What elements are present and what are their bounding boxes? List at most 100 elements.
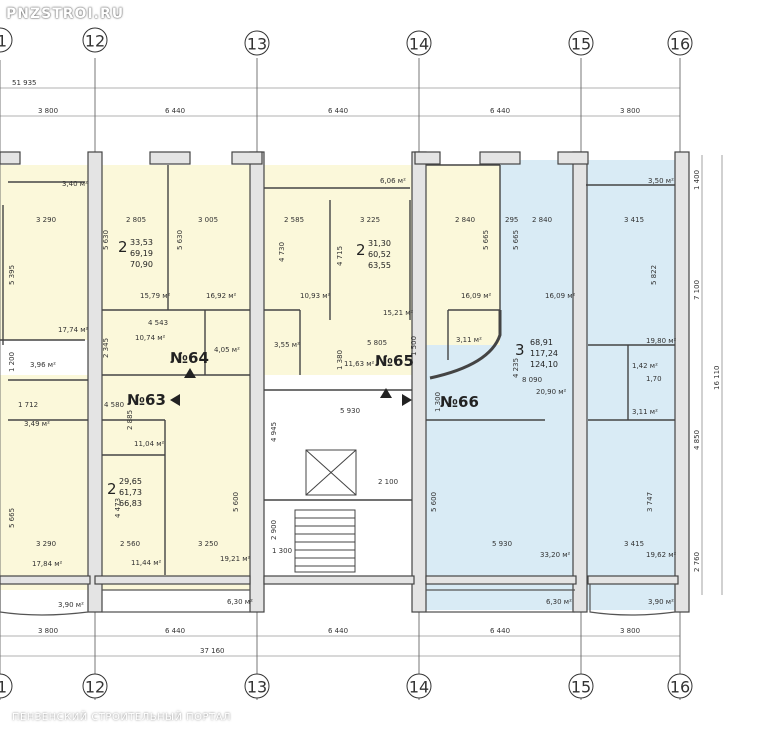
room-dim: 1 300 — [272, 547, 292, 555]
axis-bubbles-bottom: 1 12 13 14 15 16 — [0, 673, 693, 699]
arrow-64 — [184, 368, 196, 378]
apartment-area2-65: 60,52 — [368, 250, 391, 259]
room-area: 3,11 м² — [456, 336, 482, 344]
axis-top-1: 1 — [0, 32, 7, 51]
bottom-span-2: 6 440 — [165, 627, 185, 635]
bottom-span-4: 6 440 — [490, 627, 510, 635]
room-area: 33,20 м² — [540, 551, 571, 559]
top-span-5: 3 800 — [620, 107, 640, 115]
apartment-number-64: №64 — [170, 349, 209, 367]
axis-bottom-12: 12 — [85, 678, 105, 697]
top-span-1: 3 800 — [38, 107, 58, 115]
room-dim: 1 300 — [434, 392, 442, 412]
axis-bottom-14: 14 — [409, 678, 429, 697]
top-span-3: 6 440 — [328, 107, 348, 115]
room-dim: 2 345 — [102, 338, 110, 358]
balconies — [0, 584, 676, 616]
fill-66-mid — [425, 345, 680, 420]
room-dim: 5 805 — [367, 339, 387, 347]
elevator-shaft — [305, 449, 357, 496]
apartment-rooms-64: 2 — [118, 238, 128, 256]
room-dim: 2 805 — [126, 216, 146, 224]
arrow-65 — [380, 388, 392, 398]
room-area: 11,04 м² — [134, 440, 165, 448]
axis-top-12: 12 — [85, 32, 105, 51]
dimension-lines — [0, 87, 723, 657]
room-dim: 4 580 — [104, 401, 124, 409]
right-dim-5: 4 850 — [693, 430, 701, 450]
partitions — [0, 164, 675, 575]
room-dim: 3 290 — [36, 540, 56, 548]
room-dim: 5 930 — [492, 540, 512, 548]
entrance-arrows — [170, 368, 412, 406]
room-area: 19,80 м² — [646, 337, 677, 345]
room-dim: 3 415 — [624, 216, 644, 224]
room-area: 15,79 м² — [140, 292, 171, 300]
apartment-area3-63: 66,83 — [119, 499, 142, 508]
room-dim: 4 473 — [114, 498, 122, 518]
room-dim: 2 560 — [120, 540, 140, 548]
right-dim-6: 2 760 — [693, 552, 701, 572]
site-watermark: PNZSTROI.RU — [6, 6, 125, 22]
room-dim: 2 100 — [378, 478, 398, 486]
room-area: 15,21 м² — [383, 309, 414, 317]
room-area: 3,49 м² — [24, 420, 50, 428]
apartment-area1-63: 29,65 — [119, 477, 142, 486]
room-area: 17,74 м² — [58, 326, 89, 334]
room-area: 10,93 м² — [300, 292, 331, 300]
room-dim: 295 — [505, 216, 518, 224]
apartment-number-66: №66 — [440, 393, 479, 411]
room-area: 11,63 м² — [344, 360, 375, 368]
room-dim: 5 665 — [482, 230, 490, 250]
room-dimension-labels: 3 290 2 805 3 005 2 585 3 225 2 840 2 84… — [18, 216, 644, 555]
apartment-number-63: №63 — [127, 391, 166, 409]
room-dimension-labels-vertical: 5 630 5 630 4 730 4 715 5 665 5 665 5 39… — [8, 230, 654, 540]
bottom-span-3: 6 440 — [328, 627, 348, 635]
top-span-2: 6 440 — [165, 107, 185, 115]
room-area: 3,96 м² — [30, 361, 56, 369]
fill-63 — [95, 375, 255, 590]
room-dim: 4 730 — [278, 242, 286, 262]
fill-west-top — [0, 165, 95, 340]
room-dim: 5 395 — [8, 265, 16, 285]
room-dim: 3 250 — [198, 540, 218, 548]
room-area: 16,09 м² — [545, 292, 576, 300]
room-dim: 2 885 — [126, 410, 134, 430]
room-dim: 4 945 — [270, 422, 278, 442]
axis-bubbles-top: 1 12 13 14 15 16 — [0, 27, 693, 56]
apartment-rooms-65: 2 — [356, 241, 366, 259]
room-area: 16,92 м² — [206, 292, 237, 300]
fill-65 — [255, 165, 500, 375]
apartment-rooms-63: 2 — [107, 480, 117, 498]
room-dim: 2 900 — [270, 520, 278, 540]
overall-bottom-dim: 37 160 — [200, 647, 225, 655]
axis-top-16: 16 — [670, 35, 690, 54]
room-dim: 5 630 — [176, 230, 184, 250]
room-dim: 4 715 — [336, 246, 344, 266]
right-dim-1: 1 400 — [693, 170, 701, 190]
bottom-span-5: 3 800 — [620, 627, 640, 635]
bay-wall-66 — [429, 310, 502, 380]
room-dim: 3 005 — [198, 216, 218, 224]
room-area: 3,11 м² — [632, 408, 658, 416]
room-dim: 2 840 — [532, 216, 552, 224]
room-area: 19,62 м² — [646, 551, 677, 559]
apartment-rooms-66: 3 — [515, 341, 525, 359]
apartment-area1-65: 31,30 — [368, 239, 391, 248]
fill-64 — [95, 165, 255, 375]
room-area: 3,50 м² — [648, 177, 674, 185]
room-dim: 5 930 — [340, 407, 360, 415]
room-dim: 1 380 — [336, 350, 344, 370]
apartment-area1-66: 68,91 — [530, 338, 553, 347]
room-area: 6,06 м² — [380, 177, 406, 185]
right-dim-3: 7 100 — [693, 280, 701, 300]
room-dim: 8 090 — [522, 376, 542, 384]
room-dim: 5 600 — [430, 492, 438, 512]
arrow-66 — [402, 394, 412, 406]
apartment-area2-66: 117,24 — [530, 349, 558, 358]
bottom-watermark: ПЕНЗЕНСКИЙ СТРОИТЕЛЬНЫЙ ПОРТАЛ — [12, 712, 231, 723]
room-dim: 1 500 — [410, 336, 418, 356]
room-area-labels: 3,40 м² 6,06 м² 3,50 м² 17,74 м² 15,79 м… — [24, 177, 677, 609]
room-area: 10,74 м² — [135, 334, 166, 342]
